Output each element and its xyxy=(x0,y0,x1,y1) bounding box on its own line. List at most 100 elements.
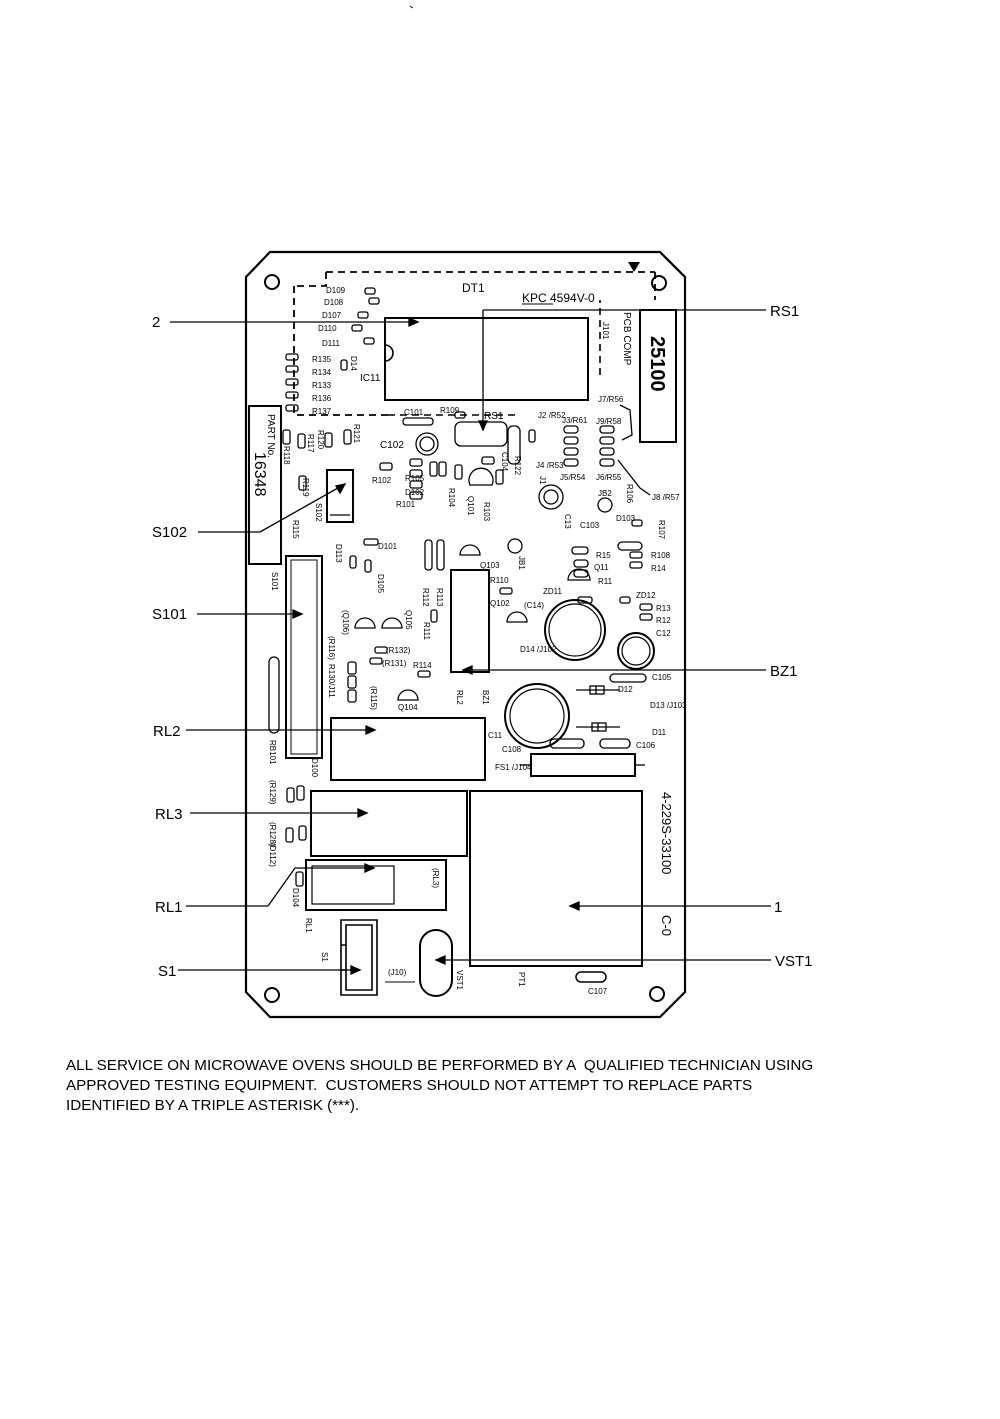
fs1-label: FS1 /J104 xyxy=(495,763,532,772)
pcb-board-outline xyxy=(244,250,687,1019)
jb1-label: JB1 xyxy=(517,556,526,570)
j3r61-label: J3/R61 xyxy=(562,416,588,425)
rb101-label: RB101 xyxy=(268,740,277,765)
callout-vst1: VST1 xyxy=(775,953,813,970)
capacitor-c107 xyxy=(575,971,607,983)
r111-label: R111 xyxy=(422,622,431,640)
d111-label: D111 xyxy=(322,339,340,348)
d104-label: D104 xyxy=(291,888,300,908)
varistor-vst1 xyxy=(419,929,453,997)
rs1-board-label: RS1 xyxy=(484,411,504,422)
q104-label: Q104 xyxy=(398,703,418,712)
j8r57-label: J8 /R57 xyxy=(652,493,680,502)
r121-label: R121 xyxy=(352,424,361,444)
r133-label: R133 xyxy=(312,381,332,390)
r128-label: (R128) xyxy=(268,822,277,847)
q11-label: Q11 xyxy=(594,563,609,572)
q102-label: Q102 xyxy=(490,599,510,608)
j5r54-label: J5/R54 xyxy=(560,473,586,482)
board-number: 4-229S-33100 xyxy=(659,792,674,874)
q101-label: Q101 xyxy=(466,496,475,516)
r132-label: (R132) xyxy=(386,646,411,655)
d113-label: D113 xyxy=(334,544,343,563)
callout-rl2: RL2 xyxy=(153,723,181,740)
callout-s101: S101 xyxy=(152,606,187,623)
q105-label: Q105 xyxy=(404,610,413,630)
r108-label: R108 xyxy=(651,551,671,560)
c104-label: C104 xyxy=(500,452,509,472)
r15-label: R15 xyxy=(596,551,611,560)
d112-label: (D112) xyxy=(268,843,277,867)
switch-s101 xyxy=(285,555,323,759)
bz1-board-label: BZ1 xyxy=(481,690,490,705)
stray-mark xyxy=(409,5,414,9)
r137-label: R137 xyxy=(312,407,332,416)
orientation-marker xyxy=(628,262,640,272)
callout-1: 1 xyxy=(774,899,782,916)
c108-label: C108 xyxy=(502,745,522,754)
d14j102-label: D14 /J102 xyxy=(520,645,557,654)
j2r52-label: J2 /R52 xyxy=(538,411,566,420)
code-label: 25100 xyxy=(646,336,668,392)
relay-rl3 xyxy=(310,790,468,857)
callout-s1: S1 xyxy=(158,963,176,980)
q106-label: (Q106) xyxy=(341,610,350,635)
model-label: KPC 4594V-0 xyxy=(522,291,595,305)
d103-label: D103 xyxy=(616,514,636,523)
r13-label: R13 xyxy=(656,604,671,613)
j101-label: J101 xyxy=(601,322,610,340)
callout-leaders xyxy=(170,309,771,976)
r116-label: (R116) xyxy=(327,636,336,660)
c13-label: C13 xyxy=(563,514,572,529)
d100-label: D100 xyxy=(310,758,319,778)
r130j11-label: R130/J11 xyxy=(327,664,336,698)
d108-label: D108 xyxy=(324,298,344,307)
j9r58-label: J9/R58 xyxy=(596,417,622,426)
mid-top-components xyxy=(282,411,613,573)
r122-label: R122 xyxy=(513,456,522,476)
d13j103-label: D13 /J103 xyxy=(650,701,687,710)
display-dt1-outline-right xyxy=(388,300,601,416)
d101-label: D101 xyxy=(378,542,398,551)
capacitor-c14-inner xyxy=(548,603,602,657)
r115b-label: (R115) xyxy=(369,686,378,710)
capacitor-c12 xyxy=(617,632,655,670)
c107-label: C107 xyxy=(588,987,608,996)
q103-label: Q103 xyxy=(480,561,500,570)
c106-label: C106 xyxy=(636,741,656,750)
rl2-board-label: RL2 xyxy=(455,690,464,705)
display-dt1-outline xyxy=(293,271,656,416)
c102-label: C102 xyxy=(380,440,404,451)
pt1-label: PT1 xyxy=(517,972,526,987)
r104-label: R104 xyxy=(447,488,456,508)
service-warning-text: ALL SERVICE ON MICROWAVE OVENS SHOULD BE… xyxy=(66,1057,814,1114)
r129-label: (R129) xyxy=(268,780,277,805)
d107-label: D107 xyxy=(322,311,342,320)
part-no-box xyxy=(248,405,282,565)
j6r55-label: J6/R55 xyxy=(596,473,622,482)
r118-label: R118 xyxy=(282,446,291,465)
buzzer-bz1 xyxy=(450,569,490,673)
d11-label: D11 xyxy=(652,728,667,737)
part-no-caption: PART No. xyxy=(265,414,276,458)
j10-label: (J10) xyxy=(388,968,407,977)
mounting-hole xyxy=(649,986,665,1002)
callout-bz1: BZ1 xyxy=(770,663,798,680)
d12-label: D12 xyxy=(618,685,633,694)
ic11-display-controller xyxy=(384,317,589,401)
relay-rl1-inner xyxy=(311,865,395,905)
r120-label: R120 xyxy=(316,430,325,450)
capacitor-c12-inner xyxy=(621,636,651,666)
r103-label: R103 xyxy=(482,502,491,522)
callout-s102: S102 xyxy=(152,524,187,541)
r113-label: R113 xyxy=(435,588,444,607)
d105-label: D105 xyxy=(376,574,385,594)
j1-label: J1 xyxy=(538,476,547,485)
rl3-sub-label: (RL3) xyxy=(431,868,440,888)
ic11-notch xyxy=(384,344,394,362)
s1-board-label: S1 xyxy=(320,952,329,962)
c103-label: C103 xyxy=(580,521,600,530)
r109-label: R109 xyxy=(440,406,460,415)
callout-rl1: RL1 xyxy=(155,899,183,916)
